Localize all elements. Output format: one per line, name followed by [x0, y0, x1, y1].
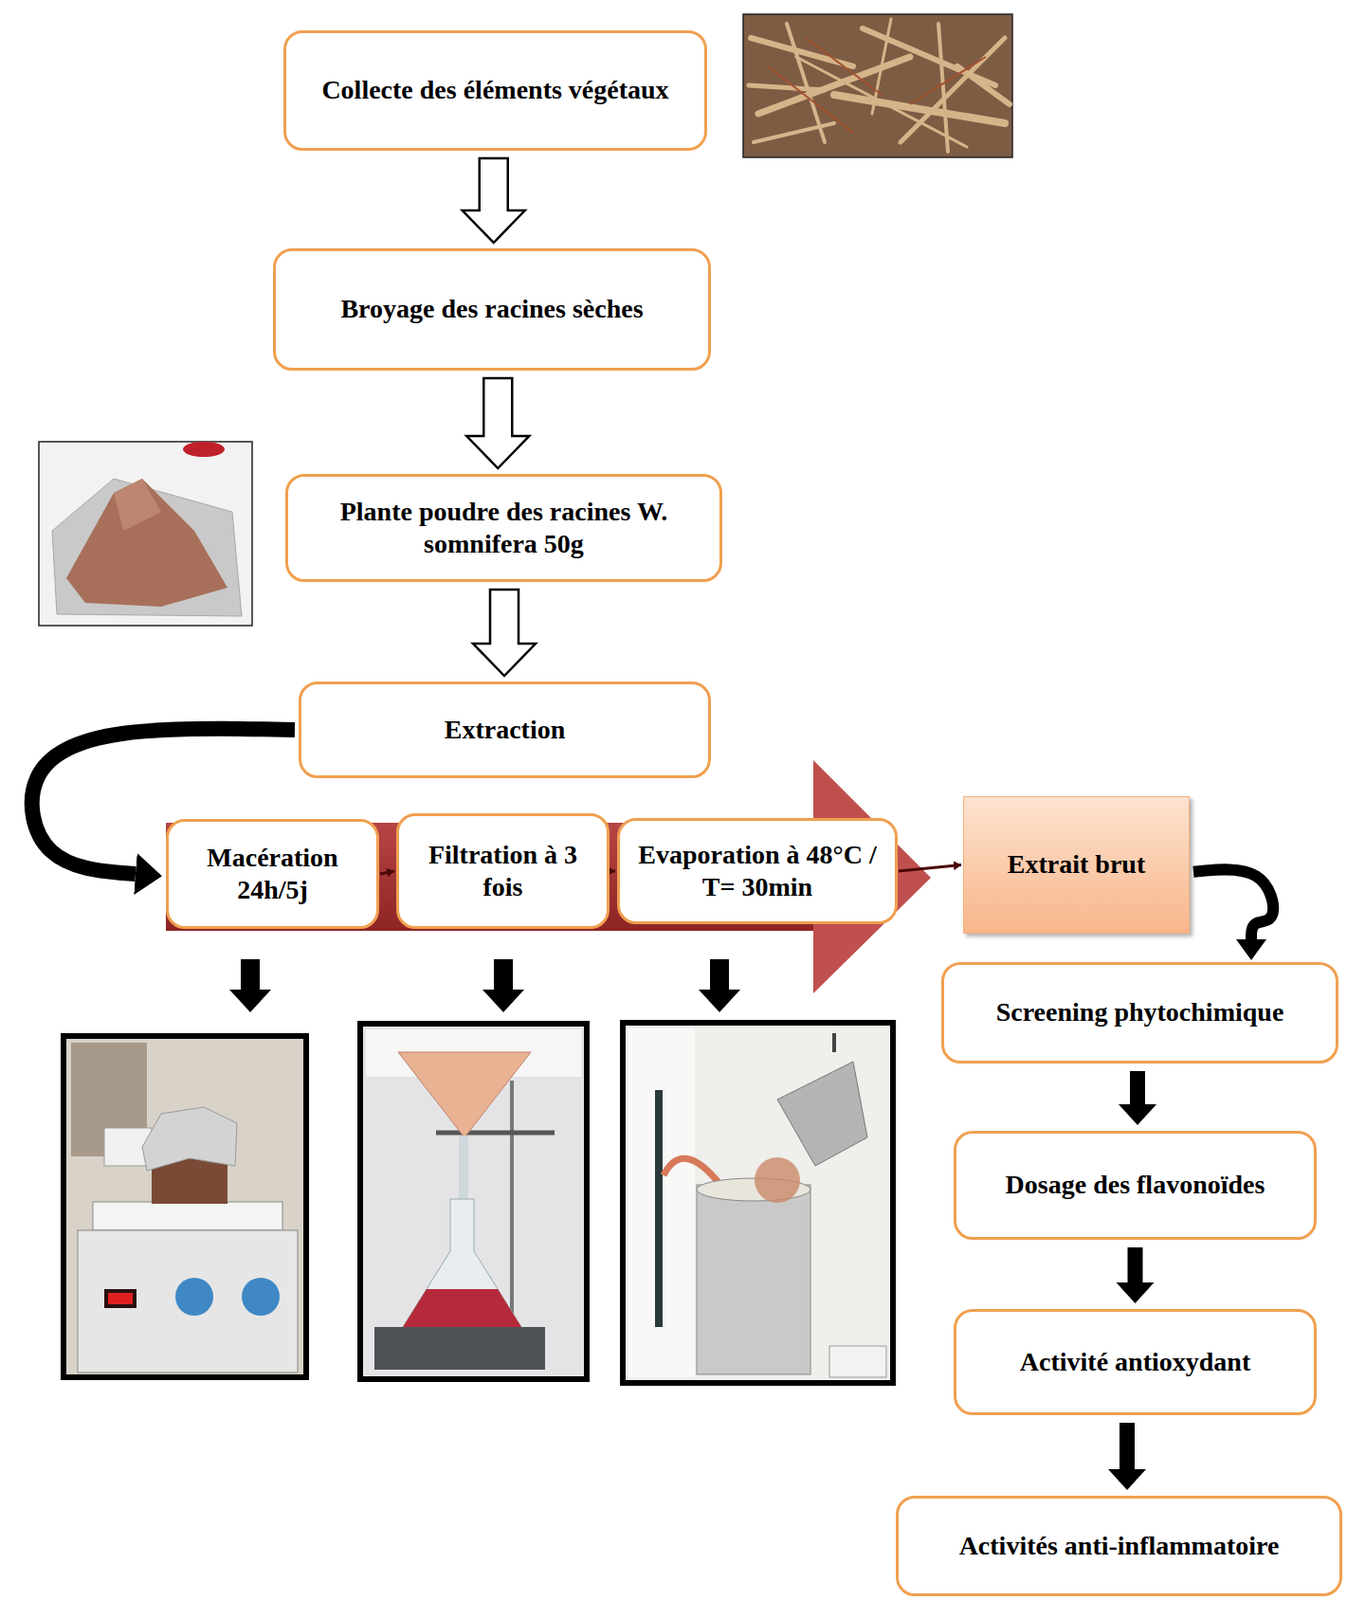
flow-arrow — [380, 871, 395, 874]
maceration-photo — [63, 1036, 307, 1378]
maceration-photo-part — [241, 1277, 280, 1316]
roots-photo-part-part — [805, 37, 882, 95]
evaporation-photo-part — [754, 1157, 801, 1203]
box-label: Filtration à 3 fois — [412, 838, 594, 904]
evaporation-photo-part — [832, 1033, 837, 1053]
evaporation-photo-part — [696, 1184, 811, 1375]
roots-photo-part — [767, 37, 986, 133]
maceration-photo-part — [142, 1107, 237, 1171]
maceration-photo-part — [108, 1292, 133, 1305]
evaporation-photo-part — [622, 1022, 893, 1384]
maceration-photo-part — [175, 1277, 214, 1316]
flow-arrow — [473, 589, 536, 676]
box-label: Dosage des flavonoïdes — [1005, 1168, 1266, 1202]
evaporation-photo-part — [829, 1346, 887, 1378]
evaporation-photo-part — [663, 1158, 721, 1185]
filtration-photo — [360, 1023, 587, 1380]
filtration-photo-part — [402, 1199, 522, 1328]
powder-photo-part — [38, 441, 253, 626]
filtration-photo-part — [360, 1023, 587, 1380]
roots-photo-part-part — [957, 66, 1010, 105]
process-band — [165, 760, 931, 994]
powder-photo-part — [66, 478, 228, 607]
flow-arrow — [1193, 869, 1274, 940]
box-label: Plante poudre des racines W. somnifera 5… — [301, 495, 707, 561]
filtration-photo-part — [509, 1080, 514, 1347]
powder-photo-part — [52, 478, 242, 617]
evaporation-photo — [622, 1022, 893, 1384]
roots-photo-part — [743, 14, 1013, 158]
filtration-photo-part — [402, 1289, 522, 1328]
process-box: Activité antioxydant — [953, 1309, 1317, 1416]
flow-arrow — [466, 378, 529, 469]
flow-arrow — [610, 870, 616, 874]
evaporation-photo-part — [655, 1090, 663, 1328]
photo-arrow — [229, 959, 741, 1013]
box-label: Broyage des racines sèches — [340, 292, 643, 326]
process-box: Activités anti-inflammatoire — [895, 1495, 1343, 1597]
powder-photo-part — [182, 441, 225, 457]
evaporation-photo-part — [628, 1028, 695, 1378]
powder-photo — [38, 441, 253, 626]
box-label: Activités anti-inflammatoire — [959, 1529, 1280, 1563]
process-box: Screening phytochimique — [941, 962, 1339, 1064]
flow-arrow — [462, 158, 526, 243]
maceration-photo-part — [92, 1201, 283, 1231]
filtration-photo-part — [458, 1135, 469, 1202]
flow-arrow — [1108, 1422, 1147, 1491]
box-label: Evaporation à 48°C / T= 30min — [633, 838, 882, 904]
maceration-photo-part — [63, 1036, 307, 1378]
process-box: Plante poudre des racines W. somnifera 5… — [285, 473, 723, 583]
result-box: Extrait brut — [963, 796, 1190, 934]
roots-photo-part-part — [748, 85, 825, 91]
box-label: Activité antioxydant — [1019, 1346, 1251, 1379]
process-box: Filtration à 3 fois — [396, 813, 610, 929]
photo-arrow-part — [229, 959, 272, 1013]
filtration-photo-part — [436, 1130, 555, 1136]
process-box: Evaporation à 48°C / T= 30min — [617, 818, 898, 925]
maceration-photo-part — [77, 1230, 298, 1373]
roots-photo-part-part — [872, 18, 892, 114]
process-box: Extraction — [298, 681, 711, 779]
process-box: Dosage des flavonoïdes — [953, 1130, 1317, 1240]
box-label: Extrait brut — [1007, 848, 1146, 881]
roots-photo-part-part — [910, 56, 986, 105]
roots-photo — [743, 14, 1013, 158]
filtration-photo-part — [374, 1327, 546, 1370]
photo-arrow-part — [698, 959, 741, 1013]
box-label: Extraction — [444, 713, 566, 747]
process-box: Macération 24h/5j — [165, 819, 380, 929]
maceration-photo-part — [104, 1289, 137, 1309]
powder-photo-part — [113, 478, 162, 531]
flow-arrow — [1116, 1247, 1155, 1304]
roots-photo-part-part — [767, 66, 854, 133]
box-label: Collecte des éléments végétaux — [321, 73, 669, 107]
flow-arrow — [1118, 1071, 1157, 1126]
evaporation-photo-part — [777, 1061, 868, 1166]
roots-photo-part-part — [753, 123, 835, 143]
roots-photo-part-part — [786, 23, 825, 143]
process-box: Collecte des éléments végétaux — [283, 30, 708, 151]
flow-arrow — [898, 865, 962, 873]
process-box: Broyage des racines sèches — [273, 248, 711, 371]
roots-photo-part — [748, 18, 1010, 152]
filtration-photo-part — [398, 1052, 531, 1138]
box-label: Macération 24h/5j — [182, 841, 364, 907]
photo-arrow-part — [482, 959, 525, 1013]
box-label: Screening phytochimique — [996, 996, 1285, 1029]
